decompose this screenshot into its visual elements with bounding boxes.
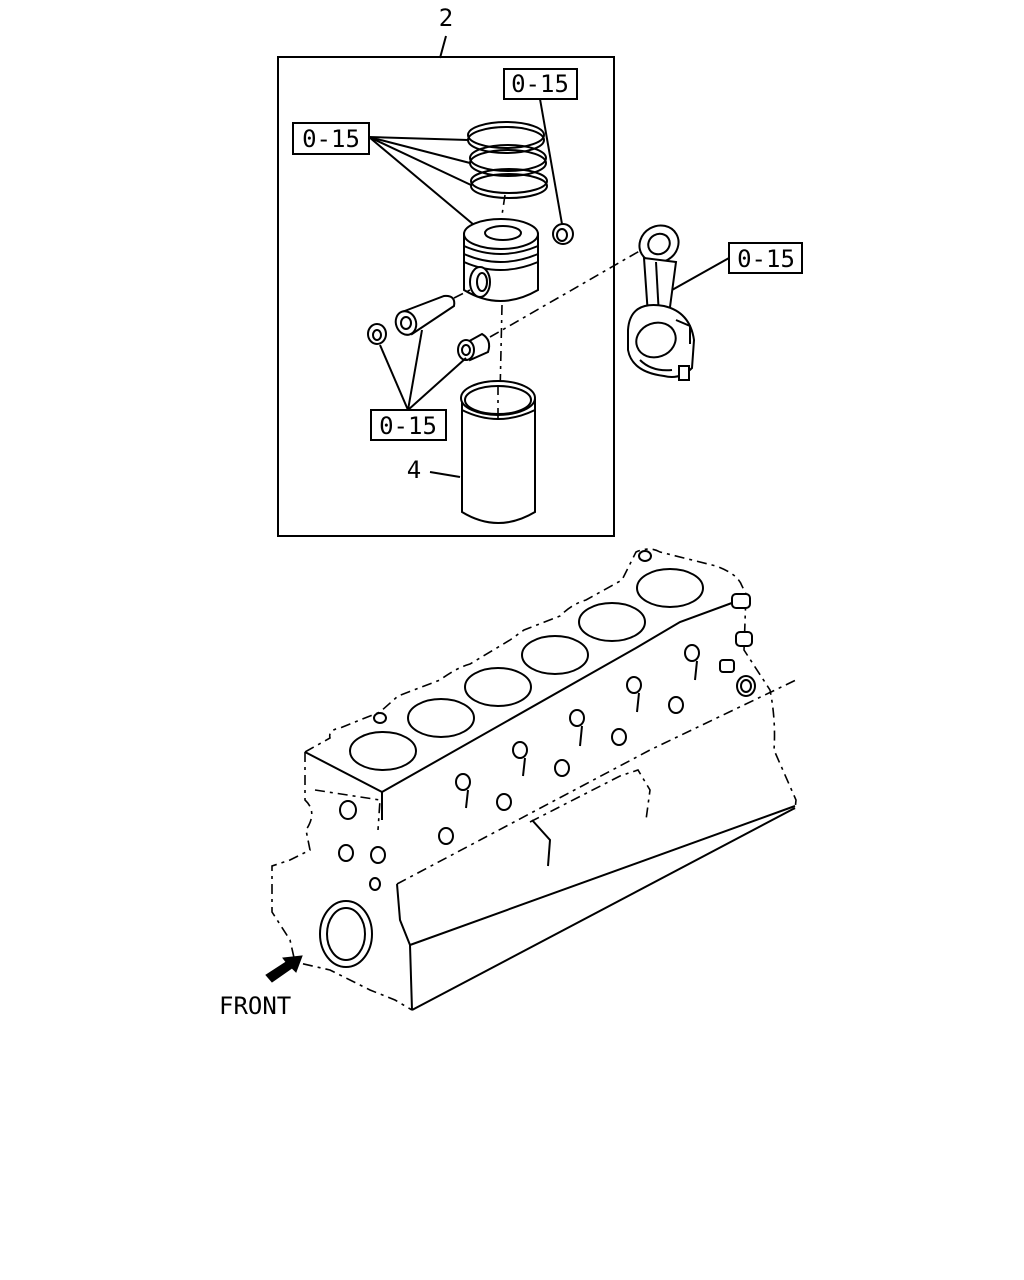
callout-conrod[interactable]: 0-15 (671, 242, 803, 291)
callout-liner-4[interactable]: 4 (407, 456, 461, 484)
pin-bushing (457, 332, 491, 362)
engine-block (271, 548, 797, 1011)
callout-snap-ring-leader (539, 98, 563, 225)
callout-pin-clip-leaders (379, 329, 467, 411)
snap-ring-left (367, 323, 387, 345)
snap-ring-right (552, 223, 574, 245)
callout-snap-ring[interactable]: 0-15 (503, 68, 578, 225)
arrow-down-left-icon (265, 955, 303, 983)
conrod-axis-line (489, 244, 651, 338)
callout-assembly-leader (439, 35, 447, 59)
callout-assembly-2[interactable]: 2 (439, 4, 453, 59)
rear-fittings (719, 593, 756, 697)
liner-axis-line (499, 304, 503, 396)
cylinder-liner (460, 380, 536, 524)
callout-liner-leader (429, 471, 461, 478)
callout-rings-leaders (368, 136, 475, 226)
piston-rings (467, 121, 548, 199)
callout-assembly-number: 2 (439, 4, 453, 32)
callout-pin-clip-label: 0-15 (379, 412, 437, 440)
ring-axis-line (501, 194, 506, 216)
callout-rings-box (292, 122, 370, 155)
callout-pin-clip[interactable]: 0-15 (370, 329, 467, 441)
callout-liner-number: 4 (407, 456, 421, 484)
callout-conrod-label: 0-15 (737, 245, 795, 273)
connecting-rod (627, 224, 696, 381)
callout-rings[interactable]: 0-15 (292, 122, 475, 226)
piston-pin (394, 289, 471, 336)
front-indicator: FRONT (219, 955, 303, 1020)
callout-rings-label: 0-15 (302, 125, 360, 153)
piston (463, 218, 539, 302)
front-label: FRONT (219, 992, 291, 1020)
callout-snap-ring-label: 0-15 (511, 70, 569, 98)
callout-conrod-leader (671, 257, 730, 291)
assembly-frame (277, 56, 615, 537)
